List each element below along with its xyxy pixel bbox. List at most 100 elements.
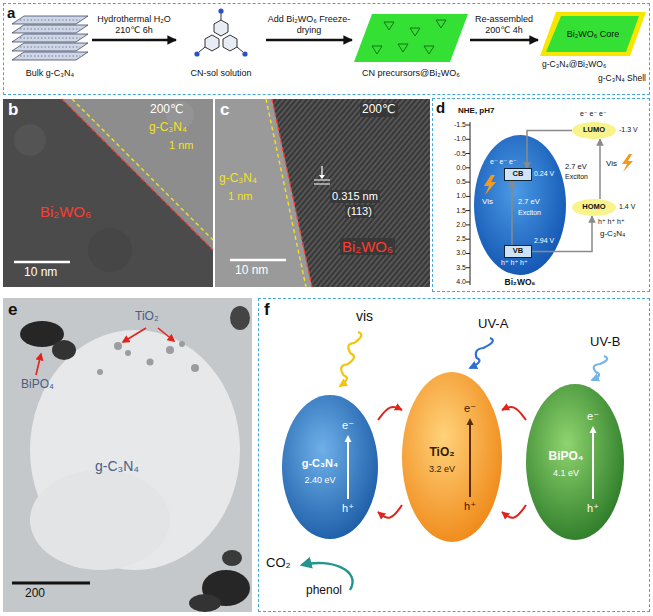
node-label: Bi₂WO₆: [40, 203, 91, 220]
excitation-arrow-head: [467, 418, 474, 425]
transfer-arrow: [599, 139, 601, 199]
annotation: Vis: [606, 159, 617, 168]
illustration-group: CN-sol solution: [176, 8, 266, 88]
axis-tick-label: -1.0: [454, 135, 466, 143]
transfer-arrow: [378, 407, 402, 420]
axis-tick-label: 2.5: [456, 235, 466, 243]
tem-panel: eTiO₂BiPO₄g-C₃N₄200: [3, 298, 252, 612]
node-label: g-C₃N₄ Shell: [598, 74, 646, 84]
node-label: 200: [25, 587, 45, 601]
tick: [466, 267, 470, 268]
light-wave: [592, 356, 607, 380]
node-label: 3.2 eV: [429, 464, 455, 474]
particle: [52, 340, 76, 360]
tem-image: [215, 99, 430, 287]
node-label: Bi₂WO₆ Core: [567, 29, 620, 39]
molecule: [410, 28, 420, 36]
node-label: TiO₂: [135, 310, 159, 324]
node-label: 200℃: [360, 103, 398, 117]
axis-tick-label: 3.5: [456, 264, 466, 272]
axis-tick-label: 2.0: [456, 221, 466, 229]
transfer-arrow: [470, 39, 538, 41]
precursor-particle: [354, 14, 468, 62]
annotation: e⁻ e⁻ e⁻: [580, 110, 607, 118]
node-label: 4.1 eV: [553, 468, 579, 478]
sheet-mesh: [20, 47, 80, 48]
axis-tick-label: 1.0: [456, 192, 466, 200]
semiconductor-ellipse: BiPO₄4.1 eVe⁻h⁺: [526, 384, 624, 540]
core-boundary: [62, 99, 213, 250]
nanoparticle: [191, 364, 199, 372]
axis-tick-label: -0.5: [454, 150, 466, 158]
nanoparticle: [166, 346, 174, 354]
axis-tick-label: 0.0: [456, 164, 466, 172]
tick: [466, 182, 470, 183]
tick: [466, 125, 470, 126]
light-bolt: [484, 175, 496, 195]
node-label: 2.7 eV: [518, 198, 540, 207]
tick: [466, 239, 470, 240]
tick: [466, 139, 470, 140]
illustration-group: CN precursors@Bi₂WO₆: [352, 8, 470, 88]
sheet-mesh: [20, 56, 80, 57]
spacing-arrow-head: [319, 175, 325, 179]
node-label: LUMO: [583, 126, 605, 135]
semiconductor-body: [282, 395, 378, 539]
node-label: BiPO₄: [548, 450, 583, 464]
node-label: Exciton: [518, 209, 541, 217]
tem-panel: c200℃g-C₃N₄1 nm0.315 nm(113)Bi₂WO₆10 nm: [215, 99, 430, 287]
nitrogen-atom: [242, 51, 247, 56]
node-label: TiO₂: [429, 446, 454, 460]
spacing-tick: [314, 184, 330, 185]
node-label: Bulk g-C₃N₄: [26, 68, 74, 78]
molecule: [372, 46, 382, 54]
tick: [466, 167, 470, 168]
nanoparticles: [97, 341, 199, 375]
node-label: g-C₃N₄@Bi₂WO₆: [542, 60, 606, 70]
transfer-arrow: [531, 216, 592, 252]
band-box: CB0.24 V: [505, 169, 531, 180]
particle: [189, 594, 221, 612]
molecule: [384, 22, 394, 30]
nanosheet: [30, 470, 170, 570]
annotation: Exciton: [565, 173, 588, 181]
light-wave: [340, 332, 361, 386]
shell: [540, 12, 646, 56]
ring: [205, 35, 219, 51]
excitation-arrow: [592, 432, 594, 499]
node-label: e⁻: [464, 402, 476, 415]
sheet-mesh: [20, 20, 80, 21]
orbital-ellipse: LUMO-1.3 V: [572, 122, 616, 139]
sheet: [12, 25, 88, 33]
annotation: vis: [356, 308, 373, 324]
node-label: e⁻: [342, 419, 354, 432]
pointer-arrow: [158, 328, 174, 341]
node-label: a: [7, 4, 15, 21]
axis-tick-label: 3.0: [456, 249, 466, 257]
pointer-arrow: [36, 354, 41, 375]
nanoparticle: [97, 369, 103, 375]
excitation-arrow-head: [345, 435, 352, 442]
tem-image: [3, 298, 252, 612]
node-label: g-C₃N₄: [302, 457, 339, 470]
nitrogen-atom: [218, 8, 223, 13]
transfer-arrow: [502, 407, 526, 420]
semiconductor-ellipse: TiO₂3.2 eVe⁻h⁺: [402, 372, 502, 542]
node-label: Bi₂WO₆: [340, 238, 395, 255]
node-label: 1 nm: [169, 139, 193, 152]
node-label: -1.3 V: [619, 126, 638, 134]
transfer-arrow: [502, 505, 526, 518]
semiconductor-ellipse: CB0.24 VVB2.94 VVis2.7 eVExcitonBi₂WO₆: [474, 135, 566, 275]
sheet-mesh: [20, 29, 80, 30]
particle-region: [3, 99, 213, 287]
node-label: VB: [513, 247, 523, 256]
annotation: UV-B: [590, 335, 620, 350]
node-label: NHE, pH7: [458, 106, 494, 115]
annotation: UV-A: [478, 317, 508, 332]
tick: [466, 196, 470, 197]
node-label: 10 nm: [24, 266, 57, 280]
particle: [222, 550, 242, 566]
sheet: [12, 52, 88, 60]
molecule: [398, 44, 408, 52]
node-label: 0.315 nm: [330, 190, 380, 203]
